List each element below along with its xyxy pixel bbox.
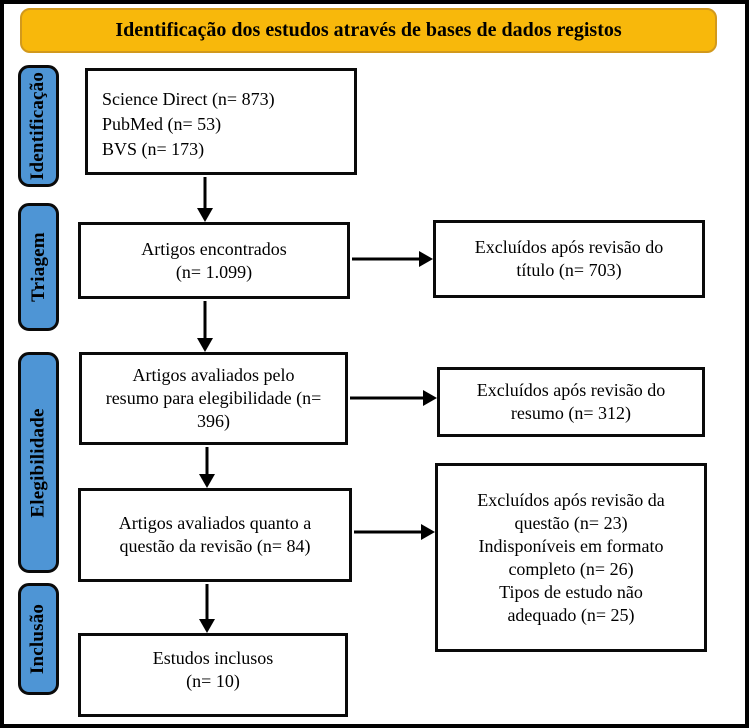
arrow-databases-to-found xyxy=(197,177,213,222)
review-question-box: Artigos avaliados quanto a questão da re… xyxy=(78,488,352,582)
excluded-abstract-box: Excluídos após revisão do resumo (n= 312… xyxy=(437,367,705,437)
stage-label-elegibilidade: Elegibilidade xyxy=(18,352,59,573)
arrow-question-to-excluded-question xyxy=(354,524,435,540)
box-line: título (n= 703) xyxy=(516,260,622,280)
box-line: adequado (n= 25) xyxy=(507,604,635,625)
box-line: Tipos de estudo não xyxy=(499,581,643,602)
box-line: BVS (n= 173) xyxy=(102,139,205,159)
databases-box: Science Direct (n= 873) PubMed (n= 53) B… xyxy=(85,68,357,175)
arrow-question-to-included xyxy=(199,584,215,633)
stage-label-inclusao: Inclusão xyxy=(18,583,59,695)
excluded-title-box: Excluídos após revisão do título (n= 703… xyxy=(433,220,705,298)
abstract-eligibility-box: Artigos avaliados pelo resumo para elegi… xyxy=(79,352,348,445)
box-line: Artigos encontrados xyxy=(141,238,287,259)
diagram-title-banner: Identificação dos estudos através de bas… xyxy=(20,8,717,53)
box-line: Artigos avaliados quanto a xyxy=(118,513,312,533)
box-line: Excluídos após revisão do xyxy=(474,237,664,257)
box-line: resumo (n= 312) xyxy=(510,403,632,423)
box-line: Excluídos após revisão do xyxy=(476,380,666,400)
stage-label-text: Inclusão xyxy=(27,603,49,675)
arrow-found-to-excluded-title xyxy=(352,251,433,267)
stage-label-triagem: Triagem xyxy=(18,203,59,331)
box-line: Science Direct (n= 873) xyxy=(102,89,275,109)
box-line: Estudos inclusos xyxy=(152,648,274,668)
stage-label-identificacao: Identificação xyxy=(18,65,59,187)
box-line: questão da revisão (n= 84) xyxy=(119,536,311,556)
box-line: PubMed (n= 53) xyxy=(102,114,222,134)
box-line: completo (n= 26) xyxy=(508,558,634,579)
arrow-abstract-to-excluded-abstract xyxy=(350,390,437,406)
stage-label-text: Identificação xyxy=(27,71,49,181)
included-studies-box: Estudos inclusos (n= 10) xyxy=(78,633,348,717)
box-line: Indisponíveis em formato xyxy=(478,535,664,556)
box-line: Artigos avaliados pelo xyxy=(132,365,295,385)
box-line: resumo para elegibilidade (n= xyxy=(105,388,322,408)
box-line: (n= 10) xyxy=(186,671,240,691)
articles-found-box: Artigos encontrados (n= 1.099) xyxy=(78,222,350,299)
arrow-abstract-to-question xyxy=(199,447,215,488)
arrow-found-to-abstract xyxy=(197,301,213,352)
excluded-question-box: Excluídos após revisão da questão (n= 23… xyxy=(435,463,707,652)
box-line: Excluídos após revisão da xyxy=(477,489,665,510)
box-line: (n= 1.099) xyxy=(175,261,253,282)
box-line: 396) xyxy=(197,411,230,431)
stage-label-text: Elegibilidade xyxy=(27,407,49,518)
stage-label-text: Triagem xyxy=(27,232,49,302)
box-line: questão (n= 23) xyxy=(514,512,628,533)
